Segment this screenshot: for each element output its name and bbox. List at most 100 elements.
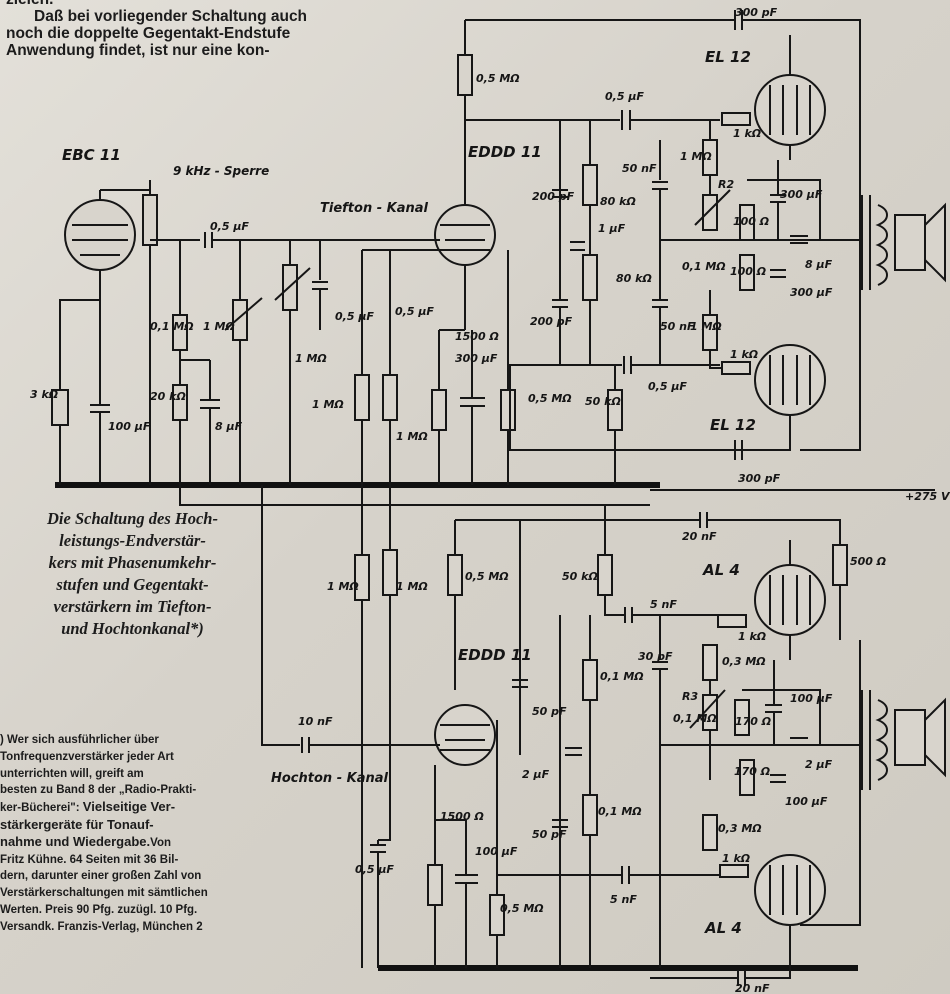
cap-5nf-a [604,505,720,623]
tube-al4-top-electrodes [769,575,811,625]
cap-50nf-ab [652,140,668,365]
val-r80k-b: 80 kΩ [616,272,652,285]
resistor-500 [832,544,848,586]
resistor-01m-d [582,794,598,836]
val-r1m-c: 1 MΩ [312,398,344,411]
footnote-line-11: Werten. Preis 90 Pfg. zuzügl. 10 Pfg. [0,903,198,916]
val-r100-a: 100 Ω [733,215,769,228]
val-c2uf-b: 2 µF [805,758,833,771]
footnote-line-7b: Von [150,836,172,849]
resistor-1m-f [382,549,398,596]
footnote-line-1: ) Wer sich ausführlicher über [0,734,159,746]
caption-line-5: verstärkern im Tiefton- [53,597,212,616]
resistor-170-a [734,699,750,736]
val-r3k: 3 kΩ [30,388,58,401]
footnote-book-title-2: stärkergeräte für Tonauf- [0,816,154,832]
val-c300pf-bot: 300 pF [738,472,781,485]
val-c2uf-a: 2 µF [522,768,550,781]
transformer-bottom-coil [875,699,888,781]
figure-caption: Die Schaltung des Hoch- leistungs-Endver… [0,508,265,640]
val-r1m-d: 1 MΩ [396,430,428,443]
speaker-top [924,202,946,283]
footnote-book-title-3: nahme und Wiedergabe. [0,833,151,849]
val-c05uf-a-in: 0,5 µF [210,220,249,233]
resistor-05m-a [457,54,473,96]
cap-200pf-a [552,120,568,250]
cap-20nf-b-wire [650,925,791,986]
speaker-bottom [924,697,946,778]
cathode-net-bottom [742,660,821,745]
val-c50pf-b: 50 pF [532,828,567,841]
val-r50k-a: 50 kΩ [585,395,621,408]
cap-10nf [261,485,440,753]
pot-r2-arrow [694,189,731,226]
resistor-1m-c [354,374,370,421]
tube-eddd11-top-electrodes [440,224,490,251]
footnote-line-5: ker-Bücherei": Vielseitige Ver- [0,799,292,817]
val-r2: R2 [718,178,734,191]
cap-5nf-b [496,720,720,968]
resistor-1k-b [721,361,751,375]
tube-al4-top [754,564,826,636]
val-r3: R3 [682,690,698,703]
r1500-wire [438,329,465,485]
val-r1500-b: 1500 Ω [440,810,484,823]
tube-label-el12-top: EL 12 [705,48,751,66]
footnote-line-9: dern, darunter einer großen Zahl von [0,870,202,883]
pot-r2 [702,194,718,231]
val-c50pf-a: 50 pF [532,705,567,718]
val-c5nf-a: 5 nF [650,598,677,611]
val-r100-b: 100 Ω [730,265,766,278]
cap-100uf-c [770,774,786,783]
label-hochton: Hochton - Kanal [271,771,388,786]
val-c05uf-c: 0,5 µF [335,310,374,323]
val-r20k: 20 kΩ [150,390,186,403]
val-c50nf-b: 50 nF [660,320,695,333]
cap-100uf-b [765,704,782,713]
val-r1m-e: 1 MΩ [327,580,359,593]
cap-05uf-a [150,232,330,248]
val-c300uf-c: 300 µF [455,352,498,365]
footnote-line-7: nahme und Wiedergabe.Von [0,834,292,852]
tube-al4-bottom [754,854,826,926]
cap-8uf-a-wire [180,359,211,485]
val-r1k-d: 1 kΩ [722,852,750,865]
resistor-80k-b [582,254,598,301]
footnote-line-5a: ker-Bücherei": [0,802,80,815]
footnote-line-2: Tonfrequenzverstärker jeder Art [0,750,174,763]
cap-05uf-e [508,356,720,374]
footnote-line-8: Fritz Kühne. 64 Seiten mit 36 Bil- [0,853,179,866]
r1m-cd-wire [361,249,440,485]
val-r05m-d: 0,5 MΩ [500,902,544,915]
tube-eddd11-bottom [434,704,496,766]
val-r05m-c: 0,5 MΩ [465,570,509,583]
val-c200pf-b: 200 pF [530,315,573,328]
transformer-top-coil [875,204,888,286]
resistor-05m-b [500,389,516,431]
val-r01m: 0,1 MΩ [682,260,726,273]
caption-line-2: leistungs-Endverstär- [59,531,206,550]
transformer-bottom [861,690,871,790]
resistor-170-b [739,759,755,796]
val-r1k-c: 1 kΩ [738,630,766,643]
val-r1m-pot1: 1 MΩ [203,320,235,333]
resistor-01m-b [582,659,598,701]
cap-100uf-d-wire [435,819,467,968]
val-c200pf-a: 200 pF [532,190,575,203]
el12-bot-plate [789,300,861,451]
val-c05uf-a: 0,5 µF [605,90,644,103]
val-r1m-b: 1 MΩ [690,320,722,333]
tube-el12-bottom-electrodes [769,355,811,405]
output-line-bottom [660,640,861,860]
cap-05uf-b [465,110,720,130]
tube-al4-bottom-electrodes [769,865,811,915]
cap-8uf-a [200,399,220,409]
footnote-line-3: unterrichten will, greift am [0,767,144,780]
val-c100uf-b: 100 µF [790,692,833,705]
val-r1k-b: 1 kΩ [730,348,758,361]
pot-r3-wire [689,680,726,780]
tube-el12-top-electrodes [769,85,811,135]
tube-ebc11 [64,199,136,271]
resistor-1k-c [717,614,747,628]
